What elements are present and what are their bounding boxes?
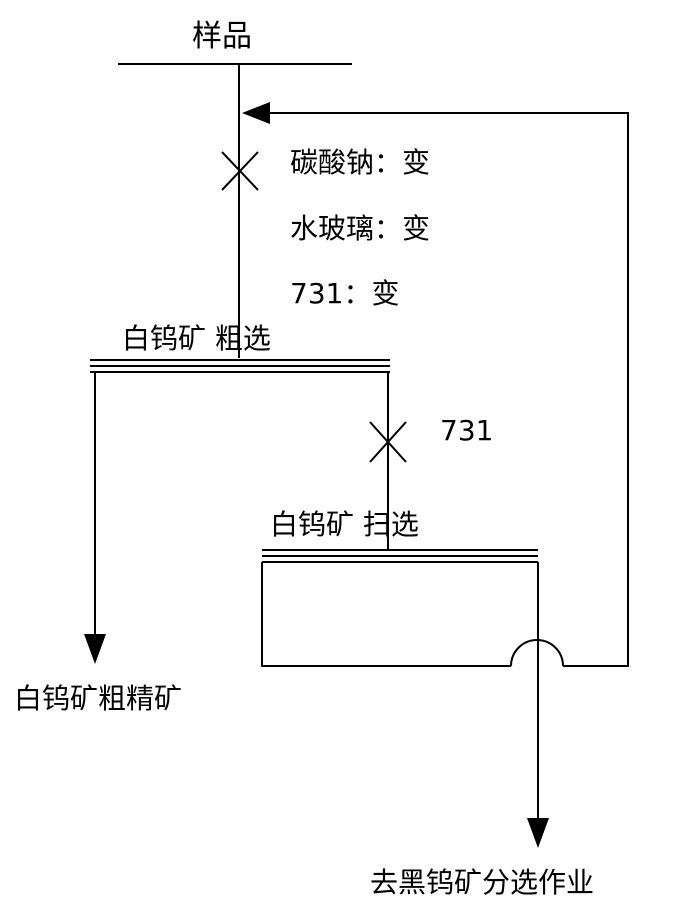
rougher-concentrate-arrowhead xyxy=(84,634,106,664)
tailings-destination-label: 去黑钨矿分选作业 xyxy=(370,866,594,899)
reagent-label-1: 碳酸钠：变 xyxy=(290,146,430,179)
scavenger-middlings-box xyxy=(261,562,539,667)
rough-concentrate-label: 白钨矿粗精矿 xyxy=(14,682,182,715)
reagent-label-3: 731：变 xyxy=(290,277,399,310)
scavenger-label: 白钨矿 扫选 xyxy=(270,508,419,541)
rougher-label: 白钨矿 粗选 xyxy=(122,322,271,355)
rougher-operation-bar xyxy=(90,359,390,373)
sample-label: 样品 xyxy=(192,19,252,54)
reagent-label-2: 水玻璃：变 xyxy=(290,212,430,245)
recycle-arrowhead xyxy=(242,102,270,124)
scavenger-tailings-arrowhead xyxy=(527,818,549,848)
recycle-line xyxy=(270,112,629,667)
reagent-addition-mark-2 xyxy=(369,421,407,463)
reagent-label-4: 731 xyxy=(440,414,493,447)
reagent-addition-mark-1 xyxy=(221,151,259,191)
scavenger-operation-bar xyxy=(262,549,538,563)
